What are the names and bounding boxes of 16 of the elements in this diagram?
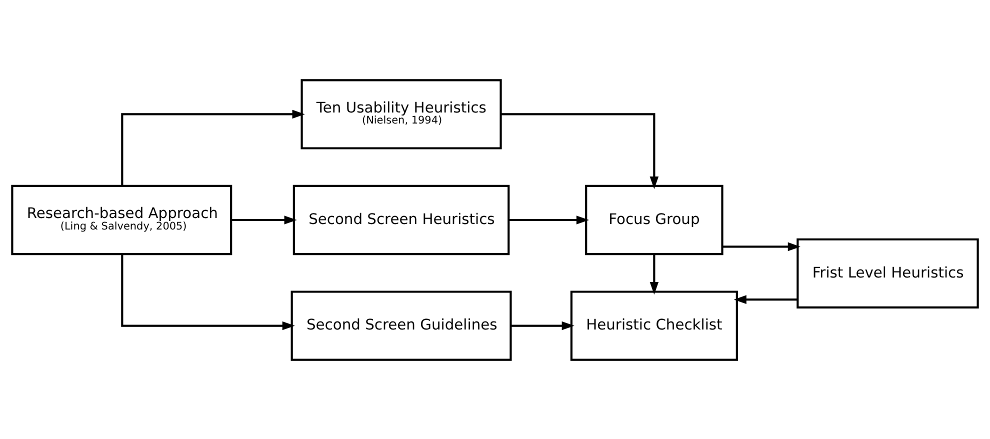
arrow [508,215,590,224]
arrow [510,320,574,330]
node-box: Research-based Approach (Ling & Salvendy, 2005) [11,184,232,255]
arrow [121,109,305,186]
node-box: Heuristic Checklist [570,290,738,360]
arrow [650,254,659,294]
arrow [231,215,297,224]
arrow [734,294,798,304]
node-box: Ten Usability Heuristics (Nielsen, 1994) [300,78,502,149]
arrow [722,242,800,251]
arrow [121,254,295,330]
node-box: Second Screen Guidelines [290,290,512,360]
arrow [500,112,659,189]
node-box: Second Screen Heuristics [292,184,510,255]
node-box: Frist Level Heuristics [796,238,979,308]
node-box: Focus Group [585,184,724,255]
